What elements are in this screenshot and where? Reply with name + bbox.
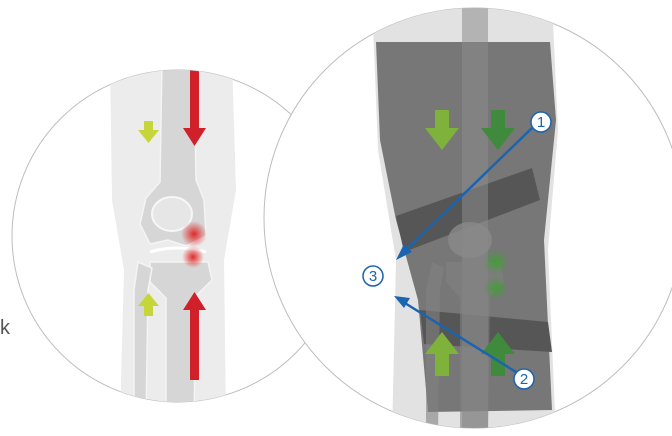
svg-text:3: 3 <box>369 268 377 285</box>
relief-spot-lower <box>484 276 508 300</box>
edge-text: k <box>0 317 11 339</box>
svg-text:2: 2 <box>520 371 528 388</box>
svg-text:1: 1 <box>537 114 545 131</box>
pain-spot-lower <box>182 246 204 268</box>
marker-3: 3 <box>363 266 383 286</box>
right-knee-view: 1 2 3 <box>264 0 672 436</box>
marker-2: 2 <box>514 369 534 389</box>
relief-spot-upper <box>483 249 509 275</box>
marker-1: 1 <box>531 112 551 132</box>
pain-spot-upper <box>181 221 207 247</box>
